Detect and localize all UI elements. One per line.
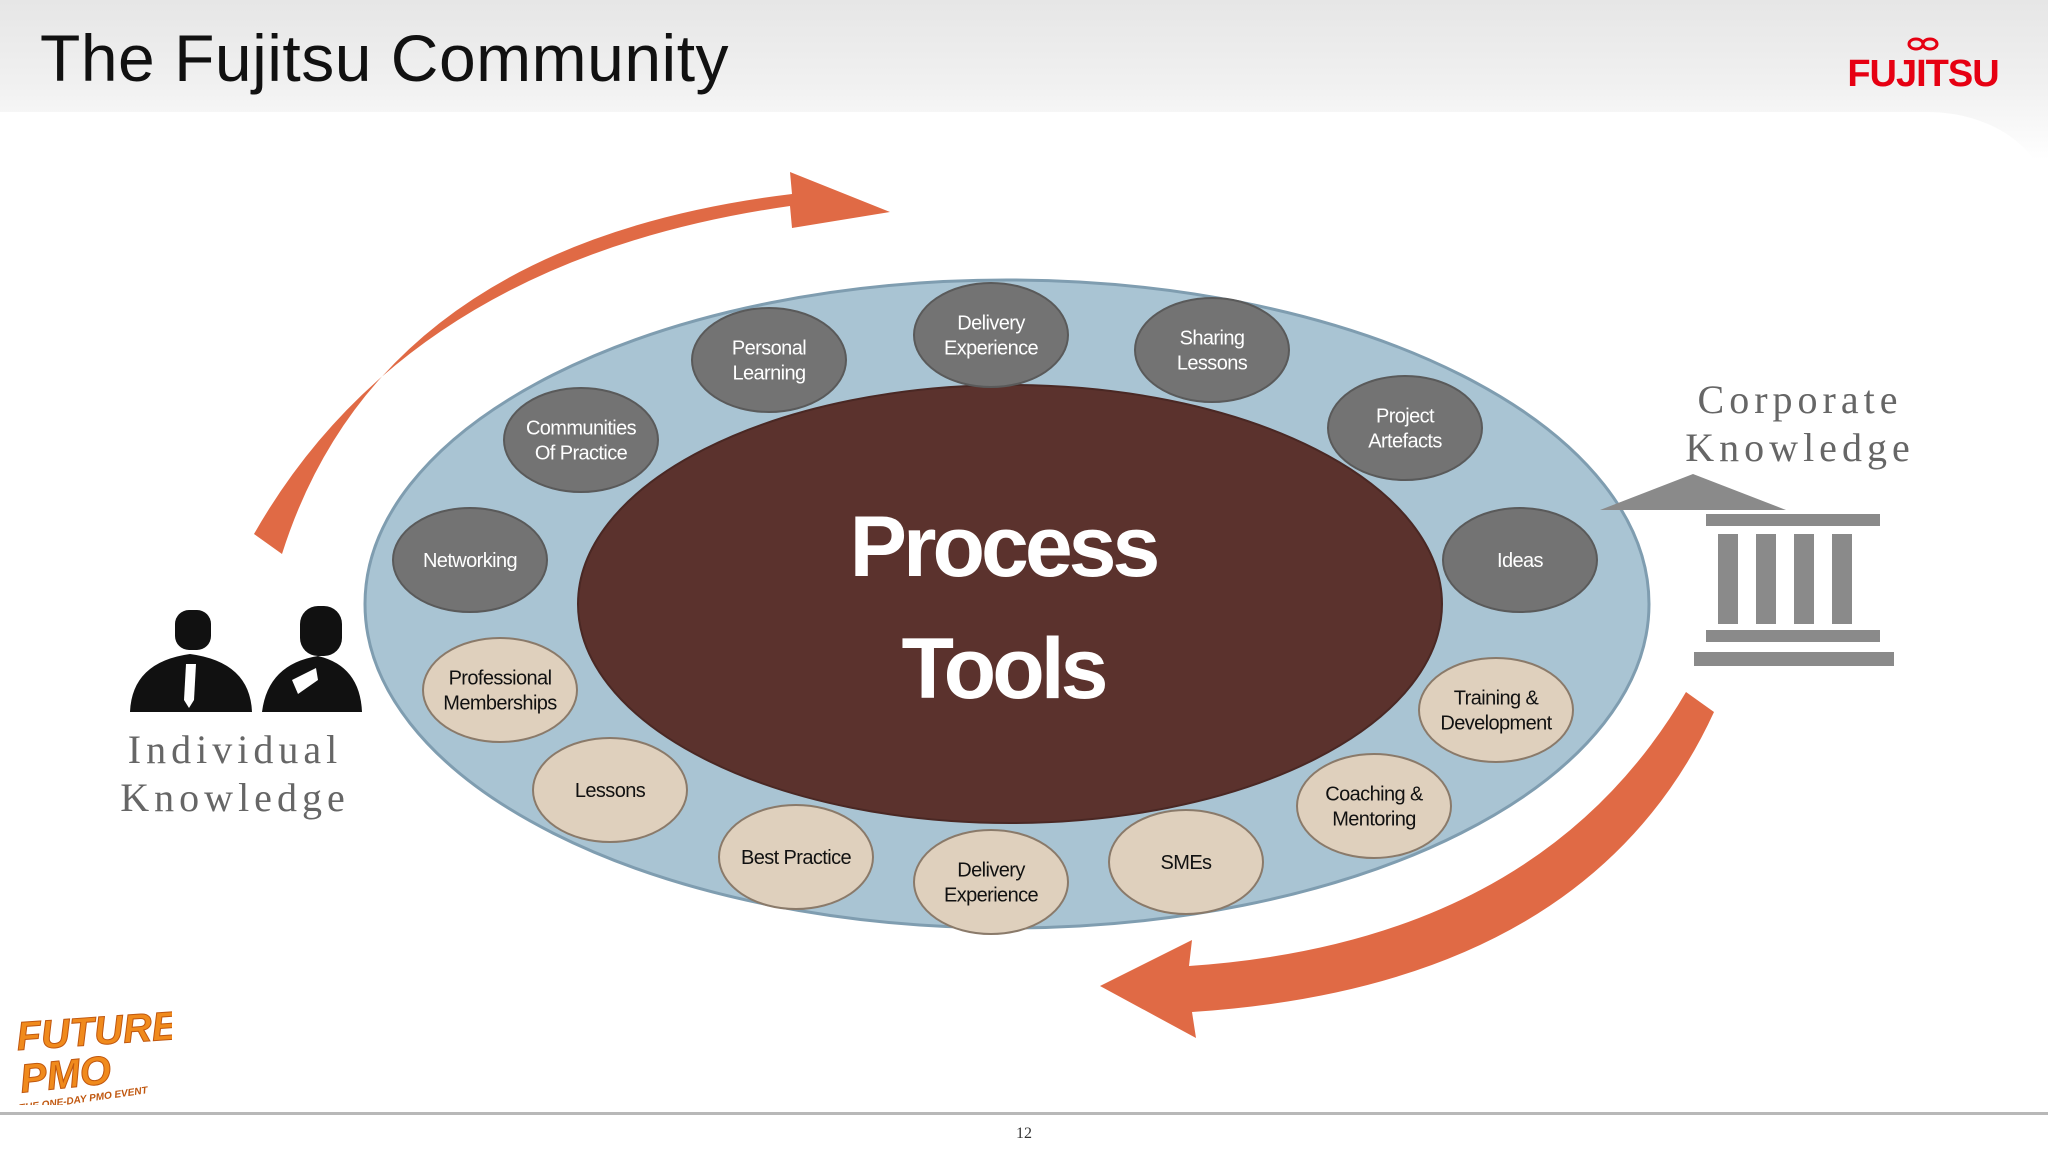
center-title-process: Process bbox=[850, 499, 1158, 595]
bubble-label: Best Practice bbox=[741, 847, 851, 869]
fujitsu-logo: FUJITSU bbox=[1847, 37, 2000, 95]
bubble-label: Of Practice bbox=[535, 443, 628, 465]
bubble-label: SMEs bbox=[1161, 852, 1213, 874]
bubble-lessons: Lessons bbox=[532, 737, 688, 843]
corporate-knowledge-label: Corporate Knowledge bbox=[1660, 376, 1940, 472]
bubble-shape bbox=[691, 307, 847, 413]
bubble-shape bbox=[422, 637, 578, 743]
bubble-label: Experience bbox=[944, 885, 1039, 907]
footer-line bbox=[0, 1112, 2048, 1115]
bubble-shape bbox=[392, 507, 548, 613]
bubble-label: Training & bbox=[1454, 688, 1540, 710]
bubbles-layer: DeliveryExperiencePersonalLearningSharin… bbox=[392, 282, 1598, 935]
bubble-label: Experience bbox=[944, 338, 1039, 360]
arrow-top-left bbox=[254, 172, 890, 554]
bubble-shape bbox=[1327, 375, 1483, 481]
future-pmo-logo-line2: PMO bbox=[18, 1048, 113, 1101]
bubble-label: Networking bbox=[423, 550, 517, 572]
building-columns-icon bbox=[1600, 474, 1894, 666]
individual-label-line2: Knowledge bbox=[120, 775, 350, 820]
bubble-label: Learning bbox=[732, 363, 805, 385]
individual-knowledge-label: Individual Knowledge bbox=[95, 726, 375, 822]
bubble-label: Coaching & bbox=[1325, 784, 1424, 806]
people-silhouette-icon bbox=[130, 606, 362, 712]
bubble-shape bbox=[1134, 297, 1290, 403]
bubble-label: Project bbox=[1376, 406, 1435, 428]
bubble-training-development: Training & Development bbox=[1418, 657, 1574, 763]
bubble-communities-of-practice: Communities Of Practice bbox=[503, 387, 659, 493]
bubble-shape bbox=[718, 804, 874, 910]
bubble-shape bbox=[913, 282, 1069, 388]
infinity-mark-icon bbox=[1907, 37, 1939, 51]
bubble-shape bbox=[1296, 753, 1452, 859]
bubble-label: Lessons bbox=[575, 780, 646, 802]
future-pmo-logo-line1: FUTURE bbox=[15, 1005, 172, 1059]
bubble-coaching-mentoring: Coaching & Mentoring bbox=[1296, 753, 1452, 859]
bubble-networking: Networking bbox=[392, 507, 548, 613]
future-pmo-logo: FUTURE PMO THE ONE-DAY PMO EVENT bbox=[15, 1005, 172, 1105]
page-number: 12 bbox=[1016, 1125, 1032, 1142]
corporate-label-line1: Corporate bbox=[1697, 377, 1903, 422]
bubble-label: Development bbox=[1440, 713, 1552, 735]
arrow-bottom-right bbox=[1100, 692, 1714, 1038]
bubble-shape bbox=[503, 387, 659, 493]
bubble-shape bbox=[1108, 809, 1264, 915]
bubble-best-practice: Best Practice bbox=[718, 804, 874, 910]
bubble-shape bbox=[1418, 657, 1574, 763]
bubble-label: Personal bbox=[732, 338, 806, 360]
header-curve bbox=[0, 112, 2048, 232]
slide-title: The Fujitsu Community bbox=[40, 21, 730, 95]
bubble-shape bbox=[913, 829, 1069, 935]
center-ellipse bbox=[577, 384, 1443, 824]
fujitsu-logo-text: FUJITSU bbox=[1847, 53, 1998, 95]
bubble-ideas: Ideas bbox=[1442, 507, 1598, 613]
bubble-shape bbox=[532, 737, 688, 843]
corporate-label-line2: Knowledge bbox=[1685, 425, 1915, 470]
bubble-label: Delivery bbox=[957, 313, 1025, 335]
bubble-label: Memberships bbox=[443, 693, 557, 715]
individual-label-line1: Individual bbox=[127, 727, 343, 772]
bubble-label: Artefacts bbox=[1368, 431, 1442, 453]
bubble-shape bbox=[1442, 507, 1598, 613]
bubble-label: Ideas bbox=[1497, 550, 1544, 572]
bubble-label: Delivery bbox=[957, 860, 1025, 882]
bubble-label: Professional bbox=[449, 668, 552, 690]
center-title-tools: Tools bbox=[902, 621, 1106, 717]
bubble-label: Mentoring bbox=[1332, 809, 1416, 831]
bubble-smes: SMEs bbox=[1108, 809, 1264, 915]
bubble-label: Sharing bbox=[1180, 328, 1245, 350]
bubble-label: Communities bbox=[526, 418, 637, 440]
bubble-label: Lessons bbox=[1177, 353, 1248, 375]
